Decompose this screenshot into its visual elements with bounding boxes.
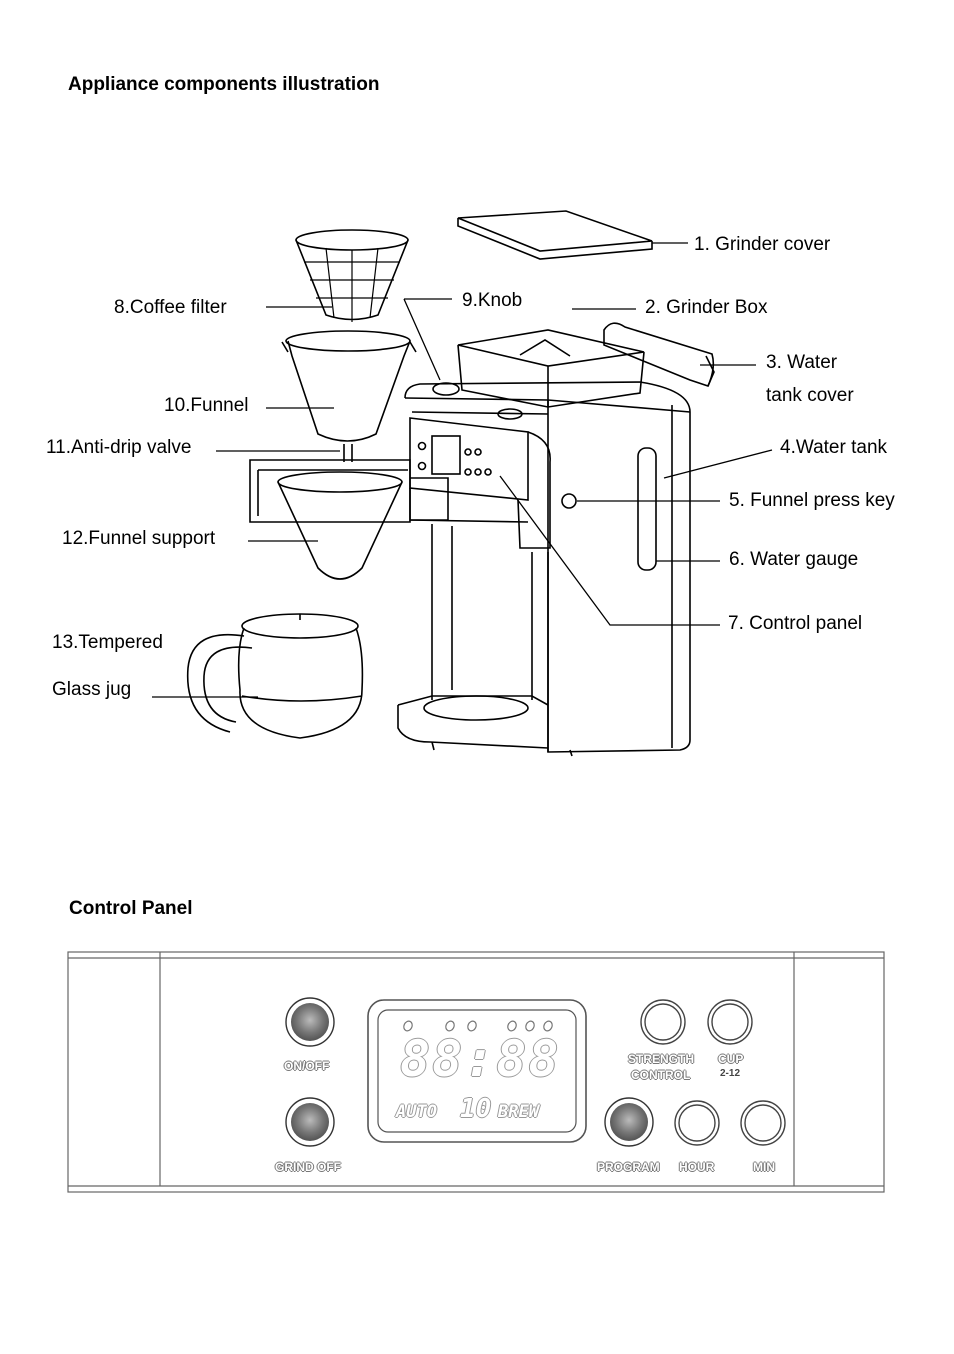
label-water-tank-cover-line1: 3. Water xyxy=(766,352,838,373)
grind-off-button[interactable] xyxy=(291,1103,329,1141)
control-panel-heading: Control Panel xyxy=(69,898,193,919)
hour-label: HOUR xyxy=(679,1160,715,1174)
glass-jug-drawing xyxy=(186,613,364,739)
label-grinder-box: 2. Grinder Box xyxy=(645,297,768,318)
illustration-heading: Appliance components illustration xyxy=(68,74,380,95)
label-water-gauge: 6. Water gauge xyxy=(729,549,859,570)
grinder-cover-drawing xyxy=(457,210,653,260)
label-funnel-support: 12.Funnel support xyxy=(62,528,216,549)
label-water-tank-cover-line2: tank cover xyxy=(766,385,854,406)
min-label: MIN xyxy=(753,1160,775,1174)
program-button[interactable] xyxy=(610,1103,648,1141)
funnel-support-drawing xyxy=(249,459,449,580)
label-funnel: 10.Funnel xyxy=(164,395,249,416)
machine-body-drawing xyxy=(397,381,691,757)
label-grinder-cover: 1. Grinder cover xyxy=(694,234,831,255)
funnel-drawing xyxy=(281,330,417,462)
display-time: 88:88 xyxy=(400,1030,561,1088)
label-water-tank: 4.Water tank xyxy=(780,437,888,458)
leader-lines xyxy=(152,242,773,698)
grinder-box-drawing xyxy=(457,329,645,408)
label-glass-jug-line1: 13.Tempered xyxy=(52,632,163,653)
label-anti-drip-valve: 11.Anti-drip valve xyxy=(46,437,192,458)
label-funnel-press-key: 5. Funnel press key xyxy=(729,490,895,511)
cup-label: CUP xyxy=(718,1052,744,1066)
label-glass-jug-line2: Glass jug xyxy=(52,679,132,700)
display-brew: BREW xyxy=(498,1102,539,1122)
label-control-panel: 7. Control panel xyxy=(728,613,863,634)
on-off-button[interactable] xyxy=(291,1003,329,1041)
hour-button[interactable] xyxy=(679,1105,715,1141)
water-tank-cover-drawing xyxy=(603,322,715,387)
min-button[interactable] xyxy=(745,1105,781,1141)
cup-button[interactable] xyxy=(712,1004,748,1040)
on-off-label: ON/OFF xyxy=(284,1059,330,1073)
program-label: PROGRAM xyxy=(597,1160,660,1174)
strength-label: STRENGTH xyxy=(628,1052,694,1066)
display-number: 10 xyxy=(460,1094,492,1124)
grind-off-label: GRIND OFF xyxy=(275,1160,341,1174)
control-label: CONTROL xyxy=(631,1068,691,1082)
coffee-filter-drawing xyxy=(295,229,409,322)
appliance-illustration xyxy=(152,210,773,757)
cup-range-label: 2-12 xyxy=(720,1068,741,1079)
label-coffee-filter: 8.Coffee filter xyxy=(114,297,227,318)
strength-control-button[interactable] xyxy=(645,1004,681,1040)
display-auto: AUTO xyxy=(396,1102,437,1122)
label-knob: 9.Knob xyxy=(462,290,523,311)
